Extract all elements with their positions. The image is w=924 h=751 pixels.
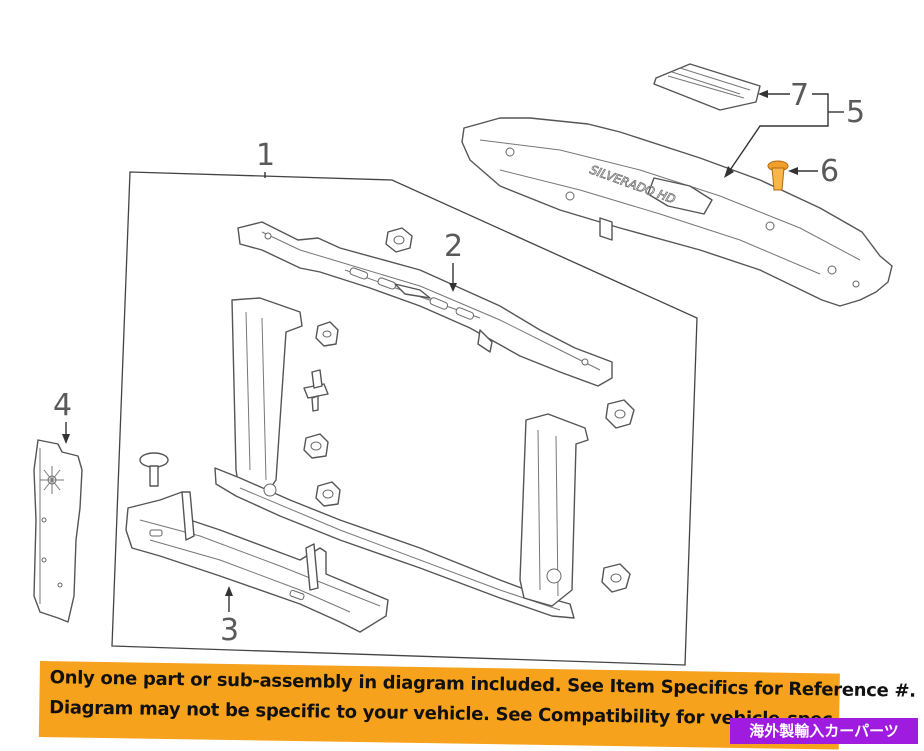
- callout-4: 4: [53, 388, 72, 423]
- callout-7: 7: [790, 78, 809, 113]
- bolt-2: [139, 452, 169, 487]
- air-baffle: [33, 439, 83, 623]
- callout-2: 2: [444, 229, 463, 264]
- nut-4: [315, 481, 341, 507]
- nut-6: [601, 563, 631, 593]
- bolt-1: [303, 369, 329, 412]
- nut-2: [315, 321, 339, 347]
- info-label: [653, 63, 761, 111]
- assembly-1-frame: [111, 171, 698, 666]
- nut-1: [385, 227, 413, 253]
- nut-3: [303, 433, 329, 459]
- disclaimer-banner: Only one part or sub-assembly in diagram…: [38, 661, 916, 750]
- callout-5: 5: [846, 95, 865, 130]
- push-pin-highlighted: [767, 160, 789, 191]
- bracket-5: [725, 93, 829, 177]
- sight-shield: SILVERADO HD: [461, 117, 893, 307]
- disclaimer-line-2: Diagram may not be specific to your vehi…: [49, 697, 833, 731]
- radiator-support-frame: [214, 297, 589, 619]
- nut-group: [139, 227, 635, 593]
- lower-tie-bar: [125, 491, 389, 633]
- shop-badge: 海外製輸入カーパーツ: [730, 718, 918, 744]
- callout-6: 6: [820, 154, 839, 189]
- upper-tie-bar: [237, 221, 613, 387]
- nut-5: [605, 399, 635, 429]
- disclaimer-line-1: Only one part or sub-assembly in diagram…: [49, 667, 916, 702]
- callout-1: 1: [256, 138, 275, 173]
- callout-3: 3: [220, 613, 239, 648]
